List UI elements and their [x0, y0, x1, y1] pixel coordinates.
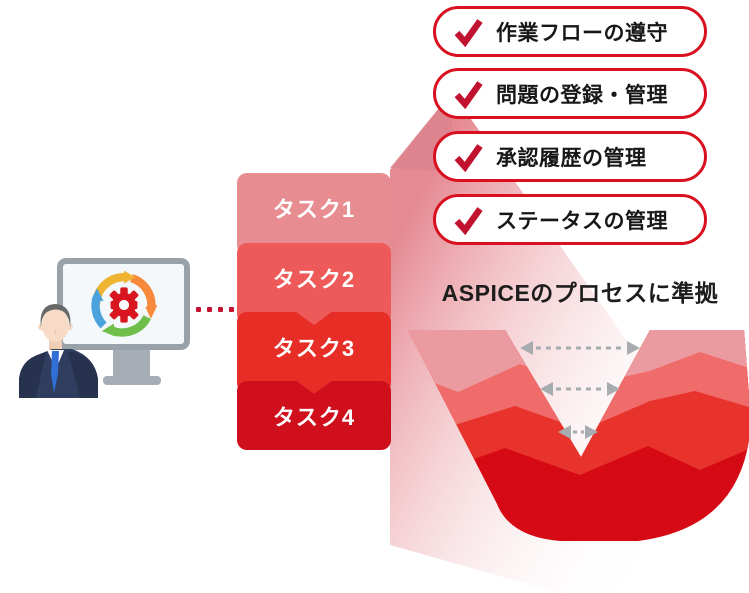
suit-left-shade — [19, 352, 46, 398]
check-icon — [454, 18, 483, 47]
task-block-2: タスク2 — [237, 243, 391, 324]
task-arrow-tab-2 — [295, 380, 333, 394]
monitor-base — [103, 376, 161, 385]
feature-pill-label: 承認履歴の管理 — [496, 146, 647, 170]
feature-pill-issues: 問題の登録・管理 — [433, 68, 707, 119]
v-shape — [408, 330, 749, 541]
feature-pill-label: 作業フローの遵守 — [496, 21, 668, 45]
feature-pill-label: 問題の登録・管理 — [496, 83, 668, 107]
nose — [54, 329, 57, 333]
task-stack: タスク1 タスク2 タスク3 タスク4 — [237, 173, 391, 450]
aspice-caption: ASPICEのプロセスに準拠 — [441, 280, 719, 306]
task-block-label: タスク4 — [272, 404, 356, 430]
process-cycle-icon — [91, 270, 158, 337]
feature-pill-workflow: 作業フローの遵守 — [433, 6, 707, 57]
cycle-arc-orange — [129, 274, 156, 311]
distance-arrows — [520, 341, 640, 439]
distance-arrow-bottom — [558, 425, 598, 439]
hair — [40, 304, 71, 328]
task-block-label: タスク2 — [272, 267, 356, 292]
monitor-stand — [113, 349, 150, 377]
task-block-label: タスク1 — [272, 197, 356, 222]
suit-right-shade — [68, 352, 98, 398]
tie — [51, 351, 59, 393]
dot — [218, 307, 223, 312]
dot — [229, 307, 234, 312]
monitor — [57, 258, 190, 350]
task-block-1: タスク1 — [237, 173, 391, 255]
connector-dots — [196, 307, 236, 313]
feature-pill-approval: 承認履歴の管理 — [433, 131, 707, 182]
person-icon — [19, 304, 98, 398]
feature-pill-label: ステータスの管理 — [496, 209, 668, 233]
cycle-arc-green — [109, 314, 151, 337]
dot — [196, 307, 201, 312]
check-icon — [454, 80, 483, 109]
task-block-3: タスク3 — [237, 312, 391, 393]
distance-arrow-top — [520, 341, 640, 355]
check-icon — [454, 206, 483, 235]
v-model-graphic — [408, 330, 749, 541]
feature-pill-status: ステータスの管理 — [433, 194, 707, 245]
distance-arrow-middle — [540, 382, 620, 396]
task-block-label: タスク3 — [272, 336, 356, 361]
check-icon — [454, 143, 483, 172]
task-arrow-tab-1 — [295, 311, 333, 325]
dot — [207, 307, 212, 312]
face — [42, 308, 69, 342]
